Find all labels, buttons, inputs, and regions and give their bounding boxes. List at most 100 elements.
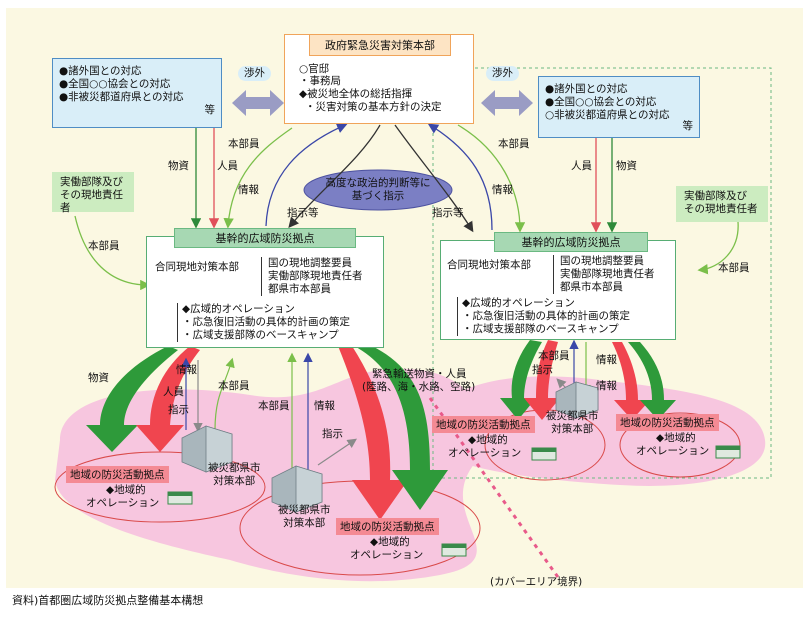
left-external-tou: 等 — [204, 104, 216, 116]
label-jinin-top-left: 人員 — [217, 160, 238, 172]
regional-ops-4: ◆地域的 オペレーション — [636, 432, 709, 458]
city-hq-building-icon-left — [181, 425, 233, 473]
cover-area-label: (カバーエリア境界) — [490, 576, 583, 588]
left-base-members: 国の現地調整要員 実働部隊現地責任者 都県市本部員 — [261, 257, 363, 296]
label-jinin-lower: 人員 — [163, 386, 184, 398]
right-external-item-3: ○非被災都道府県との対応 — [545, 109, 670, 121]
label-jouhou-top-left: 情報 — [238, 184, 259, 196]
label-busshi-lower: 物資 — [88, 372, 109, 384]
city-hq-center-line-1: 被災都県市 — [278, 504, 331, 516]
regional-base-label-3: 地域の防災活動拠点 — [432, 416, 535, 433]
left-base-ops-1: ◆広域的オペレーション — [182, 303, 295, 315]
city-hq-left-label: 被災都県市 対策本部 — [208, 462, 261, 488]
shogai-label-right: 渉外 — [486, 66, 519, 81]
label-shijitou-right: 指示等 — [432, 207, 464, 219]
right-external-item-1: ●諸外国との対応 — [545, 83, 628, 95]
label-honbuin-unit-left: 本部員 — [88, 240, 120, 252]
label-jouhou-lower-right-1: 情報 — [596, 354, 617, 366]
city-hq-right-line-2: 対策本部 — [551, 423, 594, 435]
left-external-item-1: ●諸外国との対応 — [59, 65, 142, 77]
hq-line-1: ○官邸 — [299, 63, 330, 75]
right-external-item-2: ●全国○○協会との対応 — [545, 96, 657, 108]
left-base-member-1: 国の現地調整要員 — [268, 257, 352, 269]
regional-ops-2-line-1: ◆地域的 — [370, 536, 410, 548]
regional-ops-2-line-2: オペレーション — [350, 549, 424, 561]
government-hq-box: 政府緊急災害対策本部 ○官邸 ・事務局 ◆被災地全体の総括指揮 ・災害対策の基本… — [284, 34, 474, 124]
left-base-box: 合同現地対策本部 国の現地調整要員 実働部隊現地責任者 都県市本部員 ◆広域的オ… — [146, 236, 384, 348]
left-base-ops-2: ・応急復旧活動の具体的計画の策定 — [182, 316, 350, 328]
left-base-ops-3: ・広域支援部隊のベースキャンプ — [182, 329, 339, 341]
right-external-box: ●諸外国との対応 ●全国○○協会との対応 ○非被災都道府県との対応 等 — [538, 76, 700, 138]
label-honbuin-lower-right: 本部員 — [538, 350, 570, 362]
label-shijitou-left: 指示等 — [287, 207, 319, 219]
judgement-line-2: 基づく指示 — [351, 190, 405, 202]
regional-ops-1-line-2: オペレーション — [86, 497, 160, 509]
label-honbuin-unit-right: 本部員 — [718, 262, 750, 274]
right-base-members: 国の現地調整要員 実働部隊現地責任者 都県市本部員 — [553, 255, 655, 294]
right-external-tou: 等 — [682, 120, 694, 132]
right-base-ops: ◆広域的オペレーション ・応急復旧活動の具体的計画の策定 ・広域支援部隊のベース… — [457, 297, 630, 336]
government-hq-title: 政府緊急災害対策本部 — [309, 34, 451, 56]
label-honbuin-lower-left: 本部員 — [218, 380, 250, 392]
city-hq-building-icon-right — [555, 381, 599, 419]
city-hq-left-line-2: 対策本部 — [213, 475, 256, 487]
left-external-item-2: ●全国○○協会との対応 — [59, 78, 171, 90]
label-honbuin-top-left: 本部員 — [228, 138, 260, 150]
unit-box-right-line-2: その現地責任者 — [684, 203, 758, 215]
label-shiji-lower-center: 指示 — [322, 428, 343, 440]
regional-ops-2: ◆地域的 オペレーション — [350, 536, 423, 562]
city-hq-center-line-2: 対策本部 — [283, 517, 326, 529]
station-icon-4 — [715, 445, 741, 459]
judgement-line-1: 高度な政治的判断等に — [325, 177, 431, 189]
right-base-header: 基幹的広域防災拠点 — [494, 232, 648, 252]
city-hq-center-label: 被災都県市 対策本部 — [278, 504, 331, 530]
unit-box-left-line-1: 実働部隊及び — [60, 176, 123, 188]
left-external-item-3: ●非被災都道府県との対応 — [59, 91, 184, 103]
left-external-box: ●諸外国との対応 ●全国○○協会との対応 ●非被災都道府県との対応 等 — [52, 58, 222, 128]
unit-box-left: 実働部隊及び その現地責任者 — [52, 172, 134, 214]
unit-box-right-line-1: 実働部隊及び — [684, 190, 747, 202]
unit-box-left-line-2: その現地責任者 — [60, 189, 123, 214]
left-base-member-3: 都県市本部員 — [268, 283, 331, 295]
right-base-member-1: 国の現地調整要員 — [560, 255, 644, 267]
right-base-ops-2: ・応急復旧活動の具体的計画の策定 — [462, 310, 630, 322]
left-base-header: 基幹的広域防災拠点 — [174, 228, 356, 248]
label-shiji-lower-left: 指示 — [168, 404, 189, 416]
right-shogai-arrow — [481, 90, 533, 116]
label-jouhou-lower-left: 情報 — [176, 364, 197, 376]
label-jouhou-lower-center: 情報 — [314, 400, 335, 412]
regional-ops-1-line-1: ◆地域的 — [106, 484, 146, 496]
regional-ops-3-line-2: オペレーション — [448, 447, 522, 459]
label-honbuin-lower-center: 本部員 — [258, 400, 290, 412]
station-icon-2 — [441, 543, 467, 557]
hq-line-3: ◆被災地全体の総括指揮 — [299, 88, 413, 100]
label-honbuin-top-right: 本部員 — [498, 138, 530, 150]
judgement-text: 高度な政治的判断等に 基づく指示 — [304, 177, 452, 203]
label-busshi-top-right: 物資 — [616, 160, 637, 172]
right-base-hq-label: 合同現地対策本部 — [447, 259, 531, 271]
station-icon-1 — [167, 491, 193, 505]
hq-line-2: ・事務局 — [299, 75, 341, 87]
shogai-label-left: 渉外 — [238, 66, 271, 81]
label-jouhou-lower-right-2: 情報 — [596, 380, 617, 392]
right-base-box: 合同現地対策本部 国の現地調整要員 実働部隊現地責任者 都県市本部員 ◆広域的オ… — [440, 240, 676, 340]
regional-ops-3: ◆地域的 オペレーション — [448, 434, 521, 460]
regional-ops-4-line-2: オペレーション — [636, 445, 710, 457]
right-base-member-2: 実働部隊現地責任者 — [560, 268, 655, 280]
label-shiji-lower-right: 指示 — [532, 364, 553, 376]
regional-ops-1: ◆地域的 オペレーション — [86, 484, 159, 510]
unit-box-right: 実働部隊及び その現地責任者 — [676, 186, 768, 222]
left-base-member-2: 実働部隊現地責任者 — [268, 270, 363, 282]
city-hq-right-label: 被災都県市 対策本部 — [546, 410, 599, 436]
hq-line-4: ・災害対策の基本方針の決定 — [305, 101, 442, 113]
right-base-ops-1: ◆広域的オペレーション — [462, 297, 575, 309]
source-note: 資料)首都圏広域防災拠点整備基本構想 — [12, 594, 204, 607]
label-jouhou-top-right: 情報 — [492, 184, 513, 196]
right-base-member-3: 都県市本部員 — [560, 281, 623, 293]
label-busshi-top-left: 物資 — [168, 160, 189, 172]
label-kinkyu-1: 緊急輸送物資・人員 — [372, 368, 467, 380]
regional-base-label-4: 地域の防災活動拠点 — [616, 414, 719, 431]
left-base-ops: ◆広域的オペレーション ・応急復旧活動の具体的計画の策定 ・広域支援部隊のベース… — [177, 303, 350, 342]
city-hq-left-line-1: 被災都県市 — [208, 462, 261, 474]
regional-base-label-2: 地域の防災活動拠点 — [336, 518, 439, 535]
